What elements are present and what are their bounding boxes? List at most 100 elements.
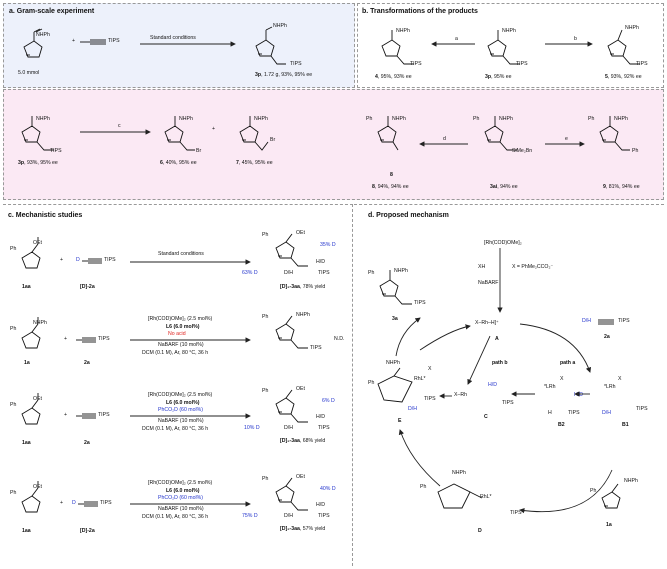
compound-3p-structure: [487, 30, 520, 65]
c-r2-plus: +: [64, 336, 68, 342]
compound-4-structure: [381, 30, 414, 65]
arrow-c-label: c: [118, 123, 121, 129]
c-r3-p-dh: D/H: [284, 425, 293, 431]
compound-5-structure: [607, 29, 640, 65]
c-r3-cond2: L6 (6.0 mol%): [166, 400, 200, 406]
c-r2-product: [275, 315, 308, 349]
d-D-tips: TIPS: [510, 510, 522, 516]
panel-d-title: d. Proposed mechanism: [368, 212, 449, 219]
c-r4-alkyne: [78, 501, 98, 507]
c-r2-cond5: DCM (0.1 M), Ar, 80 °C, 36 h: [142, 350, 209, 356]
panel-b-lower: [3, 89, 664, 200]
d-A-formula: X–Rh–H]⁺: [475, 320, 499, 326]
b9-ph2: Ph: [632, 148, 639, 154]
d-E-nh: NHPh: [386, 360, 400, 366]
b4-amide: NHPh: [396, 28, 410, 34]
c-r2-p-nh: NHPh: [296, 312, 310, 318]
c-r1-tips: TIPS: [104, 257, 116, 263]
d-product-structure: [379, 270, 412, 305]
b4-yield: 4, 95%, 93% ee: [375, 74, 412, 80]
c-r2-cond4: NaBARF (10 mol%): [158, 342, 204, 348]
a-conditions: Standard conditions: [150, 35, 196, 41]
b9-ph: Ph: [588, 116, 595, 122]
c-r4-plus: +: [60, 500, 64, 506]
c-r4-p-hd: H/D: [316, 502, 325, 508]
d-xdef: X = PhMe₂CCO₂⁻: [512, 264, 554, 270]
c-r4-p-tips: TIPS: [318, 513, 330, 519]
d-C-rh: X–Rh: [454, 392, 467, 398]
cyclopentene-amide-structure: [23, 28, 43, 58]
d-B2-rh: *LRh: [544, 384, 556, 390]
d-A-label: A: [495, 336, 499, 342]
b3ai-ph: Ph: [473, 116, 480, 122]
c-r1-d: D: [76, 257, 80, 263]
b9-yield: 9, 81%, 94% ee: [603, 184, 640, 190]
compound-9-structure: [599, 116, 630, 151]
arrow-a-label: a: [455, 36, 458, 42]
d-prod-tips: TIPS: [414, 300, 426, 306]
d-prod-nh: NHPh: [394, 268, 408, 274]
c-r2-cond1: [Rh(COD)OMe]₂ (2.5 mol%): [148, 316, 213, 322]
c-r2-tips: TIPS: [98, 336, 110, 342]
compound-8-structure: [377, 116, 399, 151]
d-precat: [Rh(COD)OMe]₂: [484, 240, 522, 246]
c-r3-p-oet: OEt: [296, 386, 305, 392]
compound-3ai-structure: [484, 116, 517, 151]
b6-br: Br: [196, 148, 202, 154]
c-r1-alk-label: [D]-2a: [80, 284, 95, 290]
c-r1-sm-ph: Ph: [10, 246, 17, 252]
panel-a: [3, 3, 355, 88]
c-r3-cond1: [Rh(COD)OMe]₂ (2.5 mol%): [148, 392, 213, 398]
d-sub-ph: Ph: [590, 488, 597, 494]
c-r4-product: [275, 477, 308, 511]
c-r1-cond: Standard conditions: [158, 251, 204, 257]
c-r4-p-d75: 75% D: [242, 513, 258, 519]
c-r3-alkyne: [76, 413, 96, 419]
d-path-b: path b: [492, 360, 508, 366]
c-r1-p-hd: H/D: [316, 259, 325, 265]
c-r1-p-ph: Ph: [262, 232, 269, 238]
d-prod-ph: Ph: [368, 270, 375, 276]
d-B1-x: X: [618, 376, 622, 382]
b3ai-amide: NHPh: [499, 116, 513, 122]
c-r1-sm-label: 1aa: [22, 284, 31, 290]
b3p2-yield: 3p, 93%, 95% ee: [18, 160, 58, 166]
c-r1-p-d35: 35% D: [320, 242, 336, 248]
c-r3-cond4: NaBARF (10 mol%): [158, 418, 204, 424]
a-plus: +: [72, 38, 76, 44]
b3ai-yield: 3ai, 94% ee: [490, 184, 518, 190]
c-r4-p-dh: D/H: [284, 513, 293, 519]
d-B1-tips: TIPS: [636, 406, 648, 412]
b6-amide: NHPh: [179, 116, 193, 122]
c-r3-sm-label: 1aa: [22, 440, 31, 446]
c-r3-p-ph: Ph: [262, 388, 269, 394]
d-E-label: E: [398, 418, 402, 424]
arrow-e-label: e: [565, 136, 568, 142]
d-E-rh: RhL*: [414, 376, 426, 382]
d-E-structure: [377, 367, 413, 403]
panel-b: [357, 3, 664, 88]
d-B2-hd: H/D: [574, 392, 583, 398]
d-B2-h: H: [548, 410, 552, 416]
c-r4-cond4: NaBARF (10 mol%): [158, 506, 204, 512]
d-D-rh: RhL*: [480, 494, 492, 500]
c-r4-sm-ph: Ph: [10, 490, 17, 496]
c-r3-tips: TIPS: [98, 412, 110, 418]
b6-yield: 6, 40%, 95% ee: [160, 160, 197, 166]
c-r4-p-oet: OEt: [296, 474, 305, 480]
b3p-amide: NHPh: [502, 28, 516, 34]
c-r1-sm-structure: [21, 237, 41, 269]
b5-tips: TIPS: [636, 61, 648, 67]
c-r4-p-yield: [D]₂-3aa, 57% yield: [280, 526, 326, 532]
c-r4-tips: TIPS: [100, 500, 112, 506]
c-r1-sm-oet: OEt: [33, 240, 42, 246]
c-r4-sm-label: 1aa: [22, 528, 31, 534]
d-xh: XH: [478, 264, 486, 270]
d-D-structure: [437, 483, 483, 509]
d-C-label: C: [484, 414, 488, 420]
b9-amide: NHPh: [614, 116, 628, 122]
d-D-label: D: [478, 528, 482, 534]
d-C-tips: TIPS: [502, 400, 514, 406]
c-r4-d: D: [72, 500, 76, 506]
b5-yield: 5, 93%, 92% ee: [605, 74, 642, 80]
